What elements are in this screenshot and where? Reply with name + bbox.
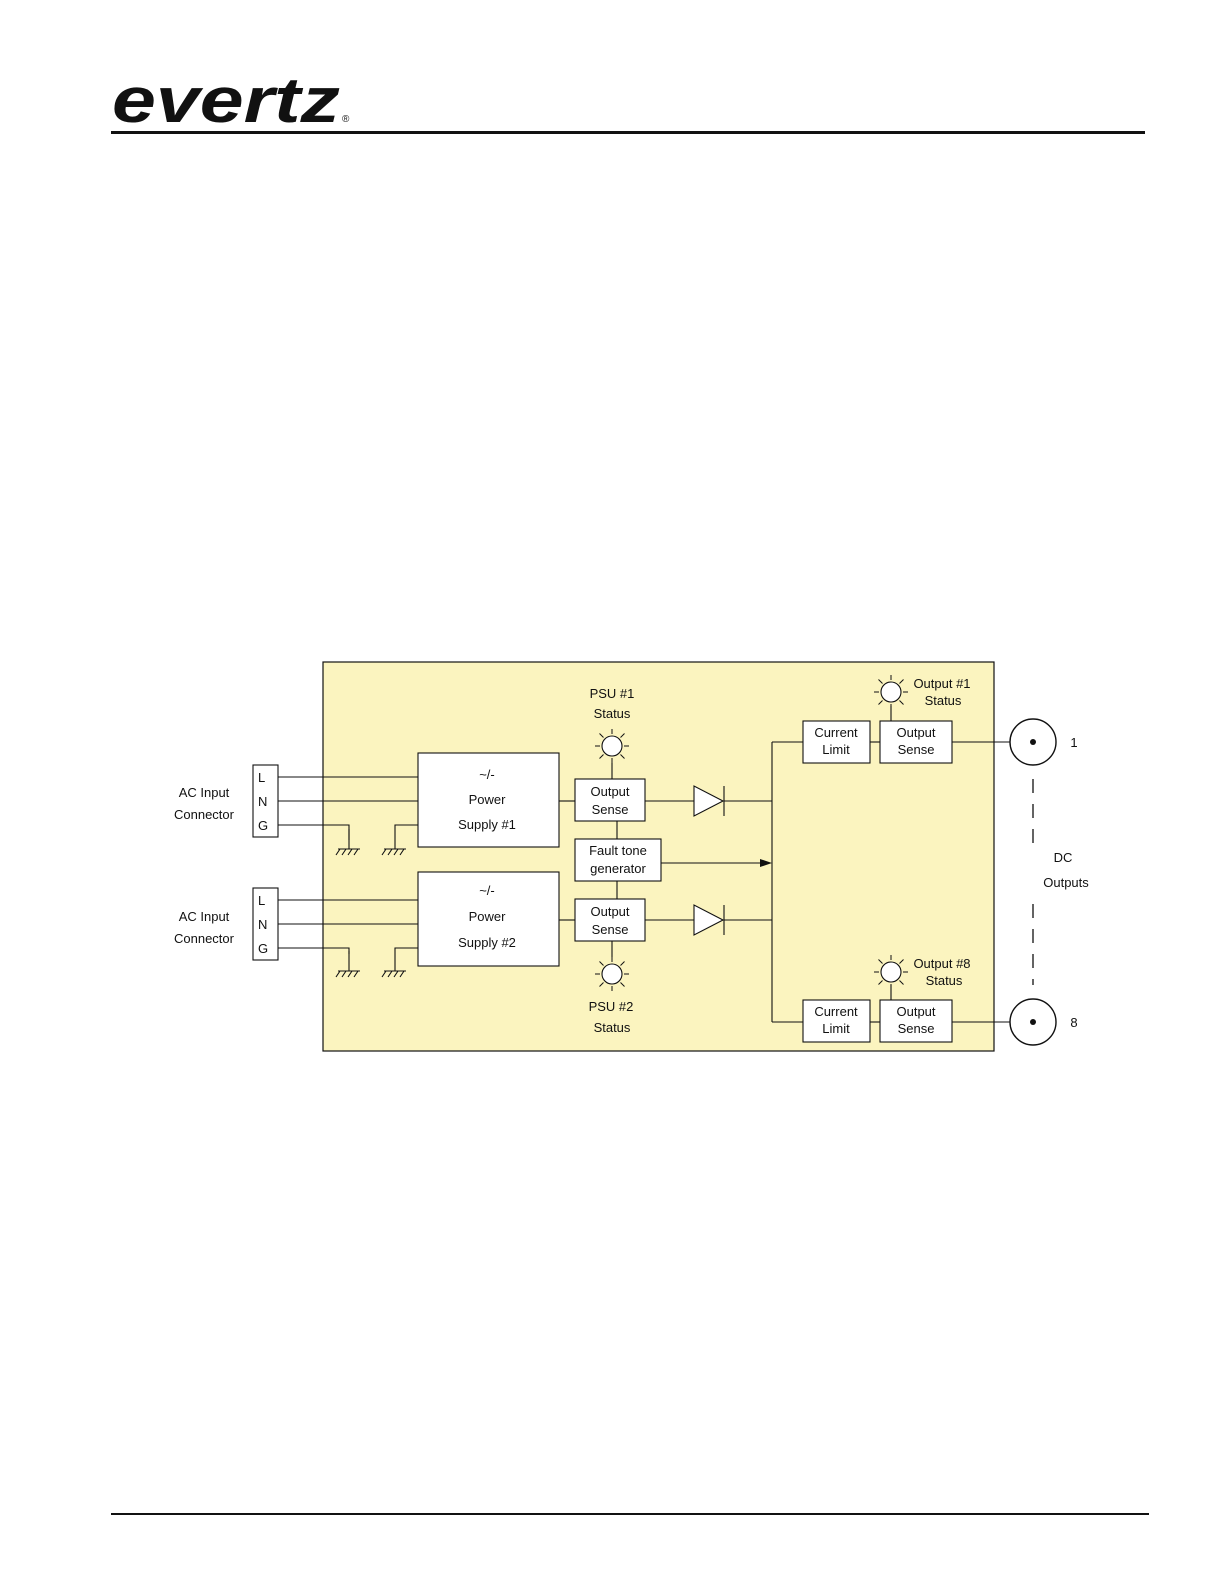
- ps2-power-label: Power: [469, 909, 507, 924]
- psu2-sense-label-2: Sense: [592, 922, 629, 937]
- ps1-supply-label: Supply #1: [458, 817, 516, 832]
- psu1-status-label-2: Status: [594, 706, 631, 721]
- ac-input-label-1: AC Input: [179, 785, 230, 800]
- psu1-sense-label-1: Output: [590, 784, 629, 799]
- psu2-sense-label-1: Output: [590, 904, 629, 919]
- output1-sense-label-1: Output: [896, 725, 935, 740]
- pin-n-2: N: [258, 917, 267, 932]
- ps2-supply-label: Supply #2: [458, 935, 516, 950]
- output8-sense-label-1: Output: [896, 1004, 935, 1019]
- pin-n-1: N: [258, 794, 267, 809]
- output8-status-label-2: Status: [926, 973, 963, 988]
- ps1-symbol: ~/-: [479, 767, 495, 782]
- pin-g-1: G: [258, 818, 268, 833]
- psu2-status-label-2: Status: [594, 1020, 631, 1035]
- ps1-power-label: Power: [469, 792, 507, 807]
- fault-tone-label-1: Fault tone: [589, 843, 647, 858]
- output8-sense-label-2: Sense: [898, 1021, 935, 1036]
- ac-connector-label-1: Connector: [174, 807, 235, 822]
- output8-connector-pin: [1030, 1019, 1036, 1025]
- footer-rule: [111, 1513, 1149, 1515]
- output8-connector-number: 8: [1070, 1015, 1077, 1030]
- output1-current-label-2: Limit: [822, 742, 850, 757]
- pin-l-1: L: [258, 770, 265, 785]
- psu1-sense-label-2: Sense: [592, 802, 629, 817]
- pin-g-2: G: [258, 941, 268, 956]
- psu1-status-label-1: PSU #1: [590, 686, 635, 701]
- pin-l-2: L: [258, 893, 265, 908]
- ac-connector-label-2: Connector: [174, 931, 235, 946]
- output1-connector-number: 1: [1070, 735, 1077, 750]
- output1-status-label-2: Status: [925, 693, 962, 708]
- ps2-symbol: ~/-: [479, 883, 495, 898]
- ac-input-label-2: AC Input: [179, 909, 230, 924]
- output1-sense-label-2: Sense: [898, 742, 935, 757]
- output8-current-label-1: Current: [814, 1004, 858, 1019]
- dc-outputs-label-2: Outputs: [1043, 875, 1089, 890]
- output8-status-label-1: Output #8: [913, 956, 970, 971]
- psu2-status-label-1: PSU #2: [589, 999, 634, 1014]
- output1-current-label-1: Current: [814, 725, 858, 740]
- dc-outputs-label-1: DC: [1054, 850, 1073, 865]
- fault-tone-label-2: generator: [590, 861, 646, 876]
- output8-current-label-2: Limit: [822, 1021, 850, 1036]
- output1-status-label-1: Output #1: [913, 676, 970, 691]
- output1-connector-pin: [1030, 739, 1036, 745]
